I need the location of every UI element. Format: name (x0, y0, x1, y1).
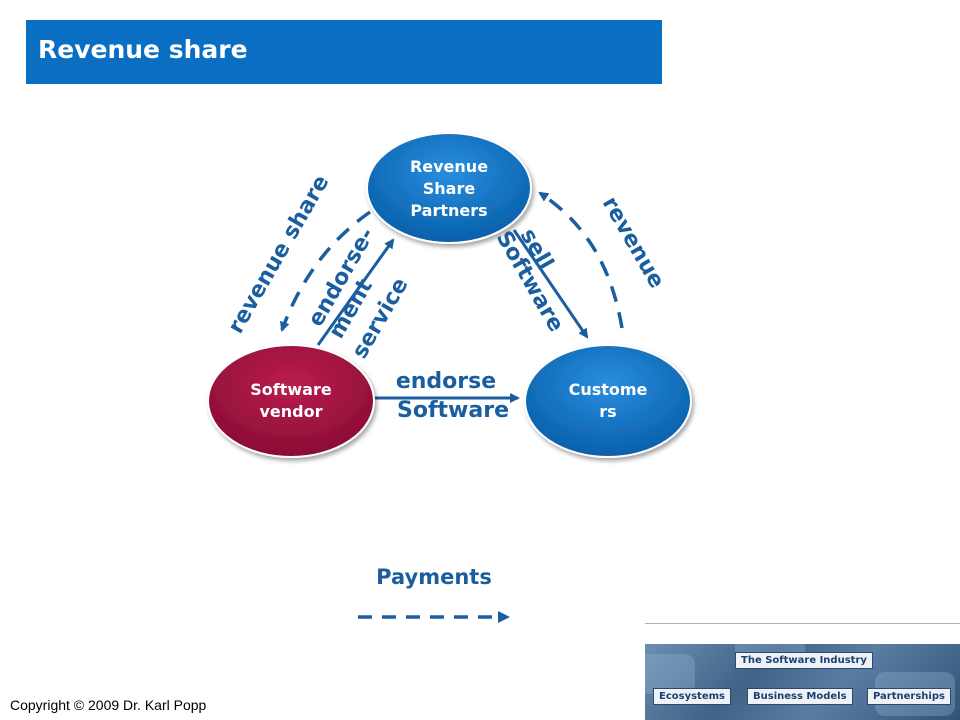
puzzle-piece-decoration (645, 654, 695, 694)
footer-divider (645, 623, 960, 624)
banner-item-partnerships: Partnerships (867, 688, 951, 705)
revenue-label: revenue (597, 193, 669, 293)
partners-label-line-1: Revenue (410, 157, 488, 176)
endorse-label: endorse (396, 369, 496, 394)
vendor-label-line-1: Software (250, 380, 332, 399)
revenue-arrow (538, 191, 624, 329)
node-software-vendor: Software vendor (207, 344, 375, 458)
title-bar: Revenue share (26, 20, 662, 84)
node-customers: Custome rs (524, 344, 692, 458)
endorse-software-label: Software (397, 398, 509, 423)
customers-label-line-2: rs (599, 402, 616, 421)
customers-label-line-1: Custome (569, 380, 648, 399)
endorsement-service-arrow (316, 238, 395, 346)
node-revenue-share-partners: Revenue Share Partners (366, 132, 532, 244)
partners-label-line-3: Partners (410, 201, 487, 220)
partners-label-line-2: Share (423, 179, 476, 198)
banner-title: The Software Industry (735, 652, 873, 669)
legend-arrowhead-icon (498, 611, 510, 623)
banner-item-ecosystems: Ecosystems (653, 688, 731, 705)
page-title: Revenue share (38, 35, 248, 64)
sell-software-arrow (512, 229, 589, 339)
banner-item-business-models: Business Models (747, 688, 853, 705)
footer-banner: The Software Industry Ecosystems Busines… (645, 644, 960, 720)
copyright-notice: Copyright © 2009 Dr. Karl Popp (10, 697, 207, 713)
legend-title: Payments (376, 565, 492, 589)
vendor-label-line-2: vendor (259, 402, 322, 421)
